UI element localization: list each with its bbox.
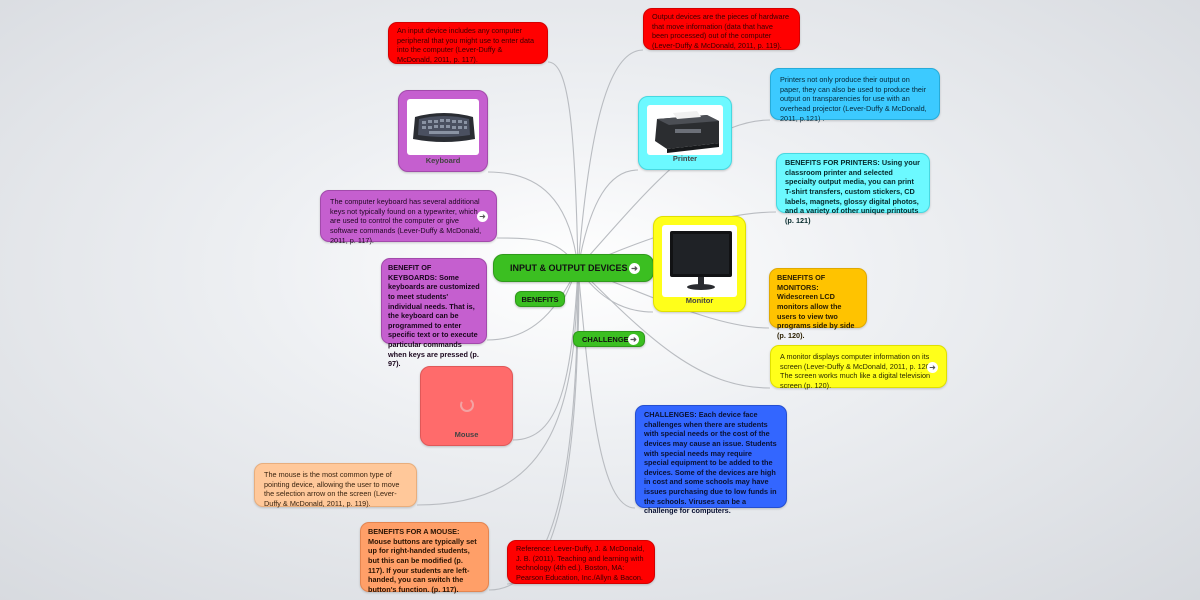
printer-node[interactable]: Printer: [638, 96, 732, 170]
connector-printer: [577, 169, 639, 269]
monitor-image: [662, 225, 737, 297]
output-device-note-text: Output devices are the pieces of hardwar…: [652, 12, 790, 50]
printer-benefit[interactable]: BENEFITS FOR PRINTERS: Using your classr…: [776, 153, 930, 225]
input-device-note[interactable]: An input device includes any computer pe…: [388, 22, 548, 64]
connector-mouse: [512, 267, 579, 441]
monitor-note-text: A monitor displays computer information …: [780, 352, 935, 390]
reference-note[interactable]: Reference: Lever-Duffy, J. & McDonald, J…: [507, 540, 655, 584]
input-device-note-text: An input device includes any computer pe…: [397, 26, 535, 64]
circle-arrow-right-icon[interactable]: ➜: [628, 334, 639, 345]
monitor-label: Monitor: [685, 296, 714, 305]
connector-reference: [506, 267, 579, 585]
challenges-branch[interactable]: CHALLENGES ➜: [573, 331, 645, 347]
challenges-label: CHALLENGES: [582, 334, 634, 344]
mouse-note-text: The mouse is the most common type of poi…: [264, 470, 400, 508]
connector-monitor-note: [577, 267, 771, 389]
connector-input-note: [547, 61, 579, 269]
keyboard-icon: [413, 113, 475, 142]
monitor-icon: [670, 231, 732, 290]
connector-keyboard: [487, 171, 579, 269]
monitor-benefit-text: BENEFITS OF MONITORS: Widescreen LCD mon…: [777, 273, 855, 340]
monitor-note[interactable]: A monitor displays computer information …: [770, 345, 947, 390]
monitor-node[interactable]: Monitor: [653, 216, 746, 312]
printer-label: Printer: [672, 154, 698, 163]
printer-benefit-text: BENEFITS FOR PRINTERS: Using your classr…: [785, 158, 920, 225]
connector-challenges-note: [577, 267, 636, 509]
keyboard-image: [407, 99, 479, 155]
loading-spinner-icon: [460, 398, 474, 412]
central-topic-label: INPUT & OUTPUT DEVICES: [510, 263, 628, 273]
mouse-note[interactable]: The mouse is the most common type of poi…: [254, 463, 417, 508]
connector-mouse-note: [416, 267, 579, 506]
printer-note-text: Printers not only produce their output o…: [780, 75, 927, 123]
mouse-benefit[interactable]: BENEFITS FOR A MOUSE: Mouse buttons are …: [360, 522, 489, 594]
challenges-note-text: CHALLENGES: Each device face challenges …: [644, 410, 777, 516]
circle-arrow-right-icon[interactable]: ➜: [927, 362, 938, 373]
circle-arrow-right-icon[interactable]: ➜: [477, 211, 488, 222]
printer-note[interactable]: Printers not only produce their output o…: [770, 68, 940, 123]
mouse-label: Mouse: [454, 430, 479, 439]
central-topic[interactable]: INPUT & OUTPUT DEVICES ➜: [493, 254, 654, 282]
reference-note-text: Reference: Lever-Duffy, J. & McDonald, J…: [516, 544, 645, 582]
benefits-branch[interactable]: BENEFITS: [515, 291, 565, 307]
challenges-note[interactable]: CHALLENGES: Each device face challenges …: [635, 405, 787, 515]
keyboard-label: Keyboard: [425, 156, 461, 165]
keyboard-benefit[interactable]: BENEFIT OF KEYBOARDS: Some keyboards are…: [381, 258, 487, 368]
keyboard-benefit-text: BENEFIT OF KEYBOARDS: Some keyboards are…: [388, 263, 480, 369]
mouse-benefit-text: BENEFITS FOR A MOUSE: Mouse buttons are …: [368, 527, 477, 594]
keyboard-note[interactable]: The computer keyboard has several additi…: [320, 190, 497, 245]
connector-output-note: [577, 49, 644, 269]
printer-image: [647, 105, 723, 155]
circle-arrow-right-icon[interactable]: ➜: [629, 263, 640, 274]
mouse-node[interactable]: Mouse: [420, 366, 513, 446]
keyboard-node[interactable]: Keyboard: [398, 90, 488, 172]
printer-icon: [655, 111, 719, 153]
monitor-benefit[interactable]: BENEFITS OF MONITORS: Widescreen LCD mon…: [769, 268, 867, 340]
output-device-note[interactable]: Output devices are the pieces of hardwar…: [643, 8, 800, 50]
keyboard-note-text: The computer keyboard has several additi…: [330, 197, 482, 245]
benefits-label: BENEFITS: [521, 294, 559, 304]
